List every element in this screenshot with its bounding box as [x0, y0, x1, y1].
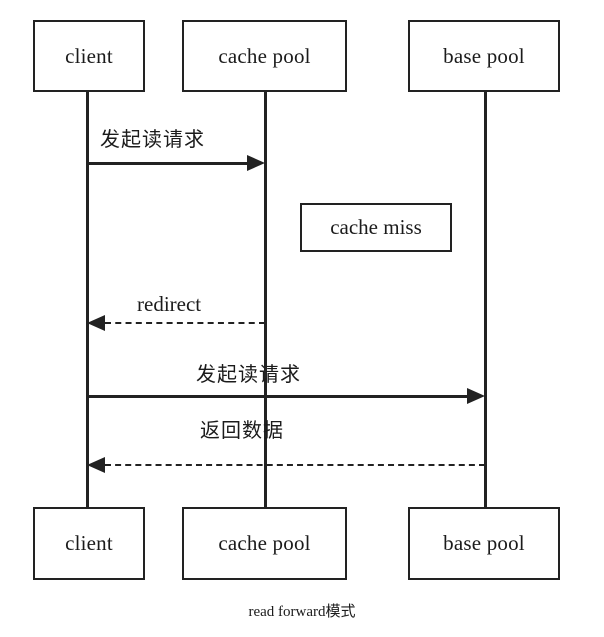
lifeline-base-pool: [484, 92, 487, 508]
lifeline-client: [86, 92, 89, 508]
participant-box-cache-pool-top: cache pool: [182, 20, 347, 92]
arrowhead-right-read-request-to-base: [467, 388, 485, 404]
diagram-caption-cjk: 模式: [325, 602, 356, 620]
participant-box-cache-pool-bottom: cache pool: [182, 507, 347, 580]
diagram-caption-latin: read forward: [248, 604, 326, 620]
participant-label-base-pool-top: base pool: [443, 43, 525, 68]
participant-box-client-top: client: [33, 20, 145, 92]
arrowhead-left-redirect: [87, 315, 105, 331]
participant-label-cache-pool-top: cache pool: [218, 43, 311, 68]
message-line-redirect: [105, 322, 265, 324]
participant-box-base-pool-top: base pool: [408, 20, 560, 92]
arrowhead-right-read-request-to-cache: [247, 155, 265, 171]
participant-label-client-top: client: [65, 43, 113, 68]
diagram-caption: read forward模式: [0, 600, 604, 621]
participant-box-client-bottom: client: [33, 507, 145, 580]
message-label-read-request-to-cache: 发起读请求: [100, 127, 205, 151]
message-label-return-data: 返回数据: [200, 418, 284, 442]
message-label-redirect: redirect: [137, 292, 202, 316]
participant-label-cache-pool-bottom: cache pool: [218, 531, 311, 555]
participant-label-client-bottom: client: [65, 531, 113, 555]
note-box-cache-miss: cache miss: [300, 203, 452, 252]
message-line-return-data: [105, 464, 485, 466]
message-line-read-request-to-cache: [87, 162, 248, 165]
note-label-cache-miss: cache miss: [330, 215, 422, 239]
participant-box-base-pool-bottom: base pool: [408, 507, 560, 580]
message-label-read-request-to-base: 发起读请求: [196, 362, 301, 386]
participant-label-base-pool-bottom: base pool: [443, 531, 525, 555]
arrowhead-left-return-data: [87, 457, 105, 473]
message-line-read-request-to-base: [87, 395, 468, 398]
lifeline-cache-pool: [264, 92, 267, 508]
